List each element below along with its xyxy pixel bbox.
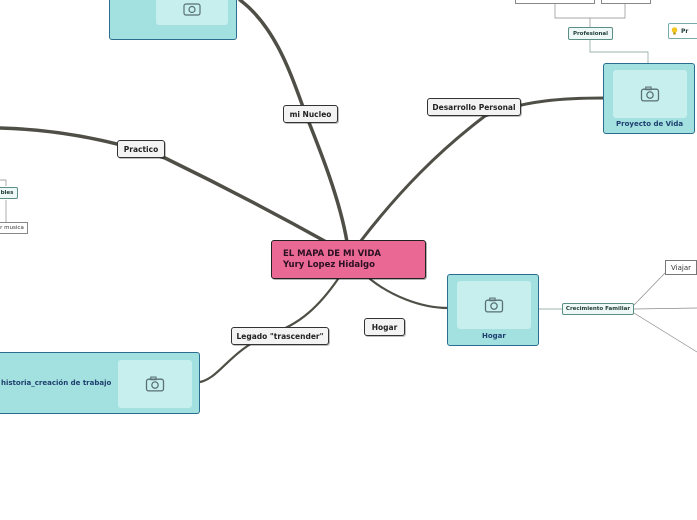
image-thumbnail — [613, 70, 687, 118]
subtopic-top-right-partial[interactable] — [601, 0, 651, 4]
line-profesional-up — [554, 4, 626, 27]
lightbulb-icon — [671, 27, 678, 35]
branch-desarrollo — [358, 96, 607, 244]
image-node-hogar[interactable]: Hogar — [447, 274, 539, 346]
subtopic-viajar[interactable]: Viajar — [665, 260, 697, 275]
line-crecimiento-viajar — [633, 271, 697, 306]
camera-icon — [183, 3, 201, 16]
central-topic-subtitle: Yury Lopez Hidalgo — [283, 259, 375, 270]
image-thumbnail — [457, 281, 531, 329]
branch-practico — [0, 126, 332, 246]
subtopic-crecimiento-familiar[interactable]: Crecimiento Familiar — [562, 303, 634, 315]
subtopic-pr-label: Pr — [681, 27, 689, 35]
branch-hogar — [368, 277, 450, 310]
subtopic-profesional[interactable]: Profesional — [568, 27, 613, 40]
line-crecimiento-right — [633, 307, 697, 310]
topic-practico[interactable]: Practico — [117, 140, 165, 158]
image-node-proyecto-de-vida[interactable]: Proyecto de Vida — [603, 63, 695, 134]
image-thumbnail — [156, 0, 228, 25]
line-proyecto-up — [589, 40, 649, 63]
line-crecimiento-down — [633, 312, 697, 353]
image-node-label: historia_creación de trabajo — [1, 379, 112, 387]
topic-desarrollo-personal[interactable]: Desarrollo Personal — [427, 98, 521, 116]
subtopic-left-partial[interactable]: bles — [0, 187, 18, 199]
camera-icon — [484, 297, 504, 313]
topic-legado[interactable]: Legado "trascender" — [231, 327, 329, 345]
topic-mi-nucleo[interactable]: mi Nucleo — [283, 105, 338, 123]
camera-icon — [145, 376, 165, 392]
camera-icon — [640, 86, 660, 102]
topic-hogar[interactable]: Hogar — [364, 318, 405, 336]
central-topic[interactable]: EL MAPA DE MI VIDA Yury Lopez Hidalgo — [271, 240, 426, 279]
subtopic-top-left-partial[interactable] — [515, 0, 595, 4]
image-node-label: Hogar — [482, 332, 506, 340]
central-topic-title: EL MAPA DE MI VIDA — [283, 248, 381, 259]
subtopic-musica-partial[interactable]: r musica — [0, 222, 28, 234]
image-thumbnail — [118, 360, 192, 408]
image-node-historia[interactable]: historia_creación de trabajo — [0, 352, 200, 414]
image-node-label: Proyecto de Vida — [616, 120, 684, 128]
image-node-top-partial[interactable] — [109, 0, 237, 40]
subtopic-pr-partial[interactable]: Pr — [668, 23, 697, 39]
